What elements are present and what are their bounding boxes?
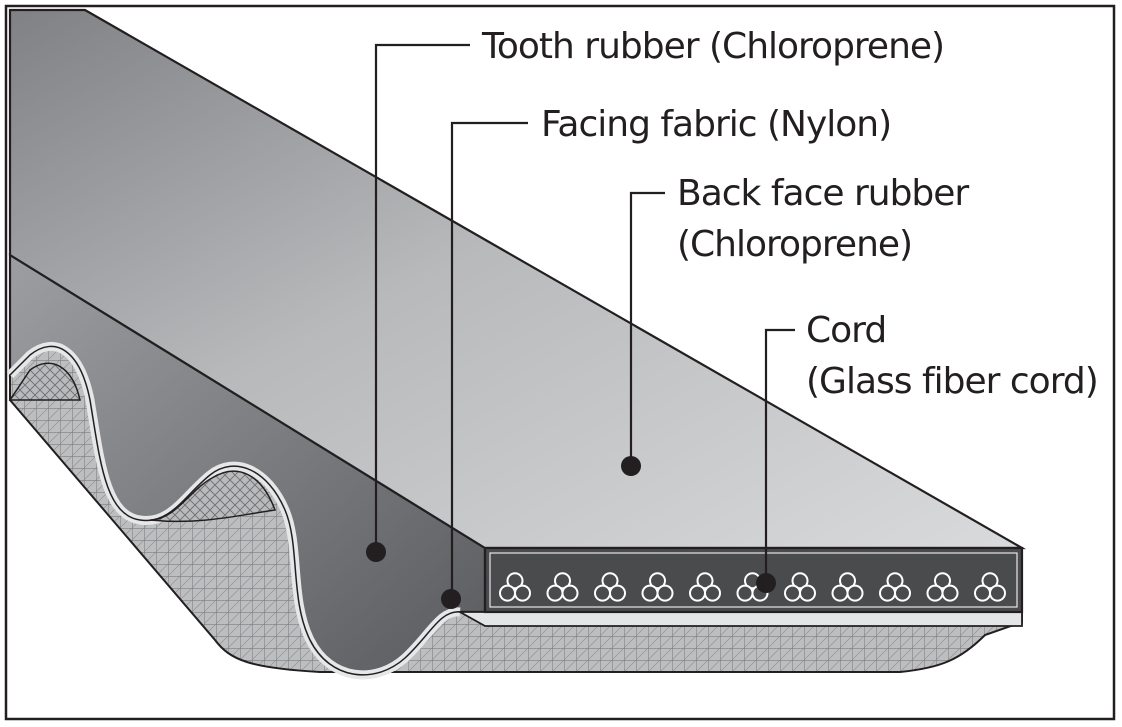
- label-facing-fabric: Facing fabric (Nylon): [541, 104, 891, 145]
- leader-cord: [764, 328, 795, 582]
- cord-strand: [831, 584, 849, 602]
- label-back-face-rubber-line2: (Chloroprene): [677, 224, 912, 265]
- cord-strand: [641, 584, 659, 602]
- cord-strand: [981, 572, 999, 590]
- cord-strand: [879, 584, 896, 602]
- cord-bundle: [974, 572, 1006, 602]
- cord-strand: [649, 572, 666, 590]
- leader-tooth-rubber: [374, 43, 470, 550]
- cord-strand: [704, 584, 721, 602]
- cord-bundle: [546, 572, 579, 602]
- cord-bundle: [594, 572, 626, 602]
- cord-strand: [791, 572, 809, 590]
- cord-strand: [594, 584, 611, 602]
- cord-strand: [514, 584, 531, 602]
- label-back-face-rubber-line1: Back face rubber: [677, 173, 969, 214]
- leader-back-face-rubber: [629, 191, 665, 466]
- label-cord-line1: Cord: [806, 310, 886, 351]
- cord-strand: [989, 584, 1006, 602]
- dot-cord: [756, 573, 776, 593]
- cord-strand: [926, 584, 944, 602]
- section-fabric-strip: [456, 611, 1023, 627]
- label-cord-line2: (Glass fiber cord): [806, 361, 1098, 402]
- cord-strand: [601, 572, 619, 590]
- cord-strand: [934, 572, 951, 590]
- cord-strand: [736, 584, 754, 602]
- cord-bundle: [926, 572, 959, 602]
- glass-fiber-cords: [499, 572, 1006, 602]
- cord-bundle: [879, 572, 911, 602]
- cord-strand: [799, 584, 816, 602]
- cord-strand: [886, 572, 904, 590]
- cord-strand: [784, 584, 801, 602]
- cord-bundle: [499, 572, 531, 602]
- dot-facing-fabric: [441, 589, 461, 609]
- leader-facing-fabric: [450, 121, 528, 598]
- cord-strand: [974, 584, 991, 602]
- cord-strand: [846, 584, 864, 602]
- cord-strand: [941, 584, 959, 602]
- cord-strand: [609, 584, 626, 602]
- cord-strand: [839, 572, 856, 590]
- cord-strand: [546, 584, 564, 602]
- cord-strand: [499, 584, 516, 602]
- dot-tooth-rubber: [366, 542, 386, 562]
- cord-strand: [696, 572, 714, 590]
- cord-strand: [506, 572, 524, 590]
- cord-strand: [554, 572, 571, 590]
- cord-strand: [689, 584, 706, 602]
- cord-bundle: [784, 572, 816, 602]
- tooth-gap-2: [149, 470, 277, 523]
- cord-strand: [656, 584, 674, 602]
- cord-strand: [561, 584, 579, 602]
- cord-bundle: [641, 572, 674, 602]
- tooth-gap-1: [8, 362, 81, 401]
- cord-bundle: [831, 572, 864, 602]
- cord-strand: [894, 584, 911, 602]
- label-tooth-rubber: Tooth rubber (Chloroprene): [481, 26, 944, 67]
- dot-back-face-rubber: [621, 456, 641, 476]
- cord-bundle: [689, 572, 721, 602]
